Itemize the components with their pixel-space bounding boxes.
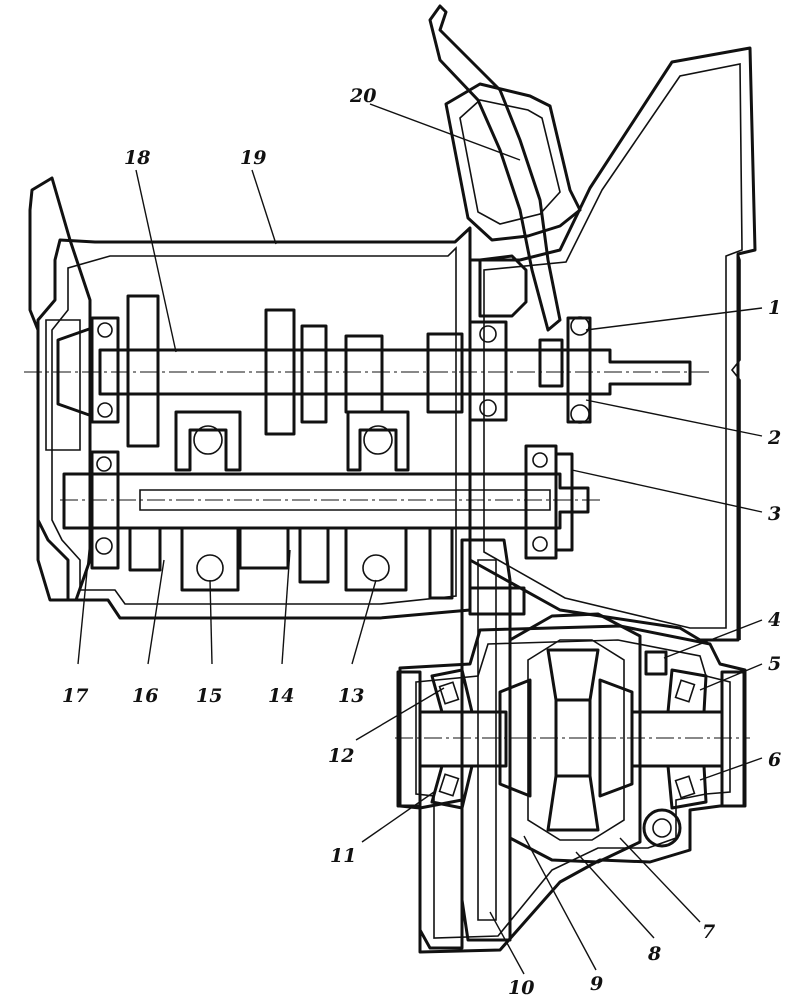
callout-19: 19	[240, 147, 266, 169]
callout-8: 8	[647, 943, 661, 965]
leader-2	[585, 399, 763, 437]
bearing-adjusting-nut	[644, 650, 668, 676]
primary-shaft-assembly	[56, 294, 692, 448]
callout-4: 4	[768, 609, 781, 631]
speedometer-drive	[642, 808, 682, 848]
secondary-end-cover	[554, 452, 574, 552]
clutch-housing-flange	[730, 253, 741, 640]
tapered-bearing-right	[666, 668, 708, 810]
differential-side-gear-right	[598, 678, 634, 798]
callout-1: 1	[768, 297, 781, 319]
leader-17	[77, 519, 93, 665]
leader-8	[575, 851, 655, 939]
primary-gear-1	[126, 294, 160, 448]
leader-16	[147, 559, 165, 665]
leader-10	[489, 911, 525, 975]
leader-5	[699, 663, 763, 691]
callout-6: 6	[768, 749, 781, 771]
secondary-gear-a	[128, 526, 162, 572]
callout-labels: 1 2 3 4 5 6 7 8 9 10 11 12 13 14 15 16 1…	[62, 85, 781, 999]
callout-7: 7	[702, 921, 715, 943]
callout-3: 3	[768, 503, 781, 525]
callout-5: 5	[768, 653, 781, 675]
differential-pinion-lower	[546, 774, 600, 832]
differential-pinion-upper	[546, 648, 600, 702]
axle-seal-right	[720, 670, 746, 808]
callout-12: 12	[328, 745, 354, 767]
shaft-oil-bore	[139, 489, 551, 511]
callout-2: 2	[767, 427, 781, 449]
callout-14: 14	[268, 685, 294, 707]
differential-side-gear-left	[498, 678, 532, 798]
shift-lever	[428, 4, 562, 332]
primary-shaft	[98, 348, 692, 396]
leader-19	[251, 169, 277, 245]
callout-17: 17	[62, 685, 88, 707]
secondary-shaft	[62, 472, 590, 530]
leader-4	[663, 619, 763, 659]
housing-inner-cavity	[51, 246, 457, 605]
left-cap-nut	[56, 326, 94, 418]
primary-gear-3	[300, 324, 328, 424]
leader-20	[369, 103, 521, 161]
leader-6	[699, 757, 763, 781]
leader-14	[281, 549, 291, 665]
primary-gear-2	[264, 308, 296, 436]
leader-11	[361, 791, 435, 843]
leader-9	[523, 835, 597, 971]
differential-case	[508, 612, 642, 864]
callout-13: 13	[338, 685, 364, 707]
primary-gear-5	[426, 332, 464, 414]
leader-lines	[77, 103, 763, 975]
leader-12	[355, 687, 445, 741]
left-end-cover	[28, 176, 92, 602]
drive-axle-stub	[418, 710, 724, 768]
secondary-gear-c	[298, 526, 330, 584]
secondary-bearing-right	[524, 444, 558, 560]
secondary-bearing-left	[90, 450, 120, 570]
clutch-housing	[468, 46, 757, 642]
callout-9: 9	[590, 973, 603, 995]
shift-rod-guide	[538, 338, 564, 388]
driven-gear-bolt	[468, 586, 526, 616]
input-shaft-oil-seal	[566, 316, 592, 424]
synchronizer-upper-right	[346, 410, 410, 472]
callout-10: 10	[508, 977, 534, 999]
primary-bearing-left	[90, 316, 120, 424]
primary-bearing-right	[468, 320, 508, 422]
housing-lower-lug	[418, 798, 464, 950]
clutch-housing-wall	[468, 46, 757, 642]
callout-20: 20	[349, 85, 376, 107]
callout-16: 16	[132, 685, 158, 707]
leader-7	[619, 837, 701, 923]
shift-rod-bracket	[478, 254, 528, 318]
shift-boot	[444, 82, 582, 242]
leader-15	[209, 579, 213, 665]
tapered-bearing-left	[430, 668, 474, 810]
gear-shift-mechanism	[428, 4, 582, 388]
leader-13	[351, 579, 377, 665]
final-drive-driven-gear	[460, 538, 526, 942]
secondary-gear-d	[428, 526, 454, 600]
callout-15: 15	[196, 685, 222, 707]
leader-18	[135, 169, 177, 353]
callout-18: 18	[124, 147, 150, 169]
primary-gear-4	[344, 334, 384, 414]
callout-11: 11	[330, 845, 356, 867]
leader-1	[585, 307, 763, 331]
leader-3	[571, 469, 763, 513]
secondary-gear-b	[238, 526, 290, 570]
differential-pinion-shaft	[554, 698, 592, 778]
synchronizer-upper-left	[174, 410, 242, 472]
